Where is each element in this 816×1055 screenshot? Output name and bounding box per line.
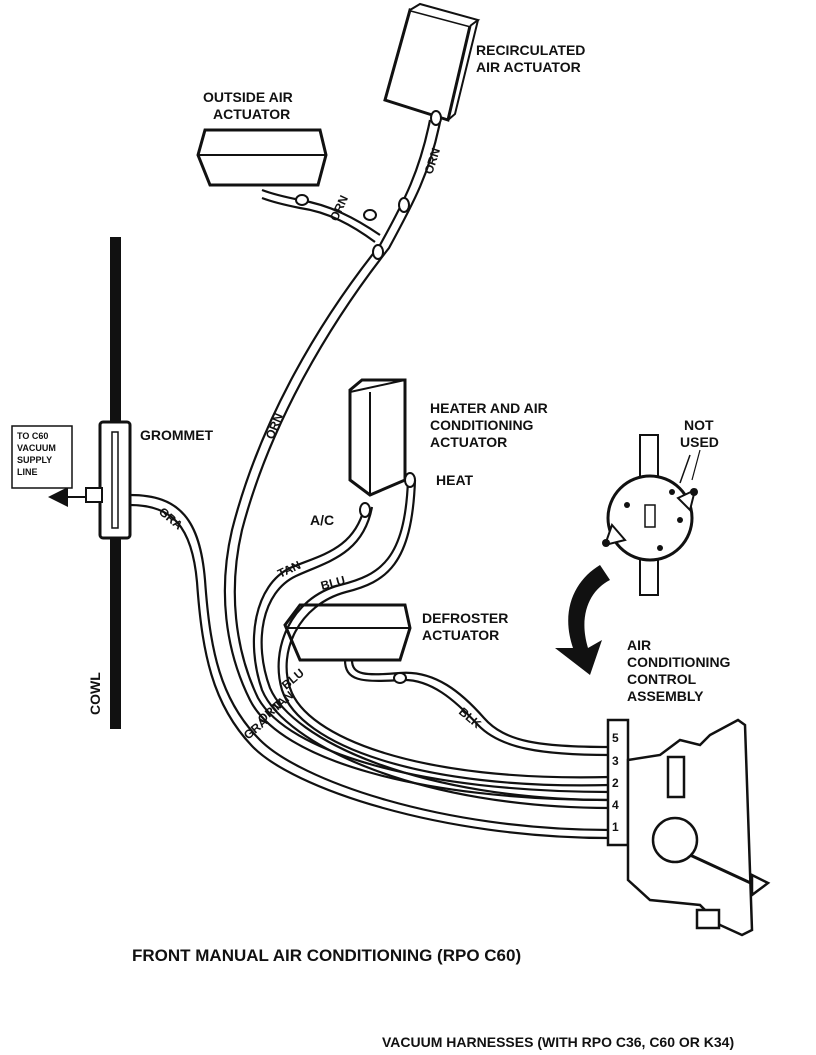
heater-ac-label-line1: HEATER AND AIR <box>430 400 548 416</box>
recirculated-label-line2: AIR ACTUATOR <box>476 59 581 75</box>
supply-line-label-line1: TO C60 <box>17 431 48 441</box>
recirculated-air-actuator <box>383 2 481 122</box>
defroster-label-line1: DEFROSTER <box>422 610 508 626</box>
control-label-line4: ASSEMBLY <box>627 688 704 704</box>
port-1-label: 1 <box>612 820 619 834</box>
tan-label-upper: TAN <box>275 558 302 581</box>
heater-ac-label-line2: CONDITIONING <box>430 417 534 433</box>
heat-label: HEAT <box>436 472 474 488</box>
port-3-label: 3 <box>612 754 619 768</box>
port-2-label: 2 <box>612 776 619 790</box>
control-head-inset <box>602 434 698 596</box>
not-used-label-line2: USED <box>680 434 719 450</box>
outside-air-label-line1: OUTSIDE AIR <box>203 89 293 105</box>
control-label-line3: CONTROL <box>627 671 697 687</box>
port-5-label: 5 <box>612 731 619 745</box>
supply-line-label-line4: LINE <box>17 467 38 477</box>
hose-connectors <box>295 110 442 684</box>
recirculated-label-line1: RECIRCULATED <box>476 42 585 58</box>
cowl-label: COWL <box>87 672 103 715</box>
not-used-pointer <box>691 449 701 481</box>
grommet-label: GROMMET <box>140 427 214 443</box>
control-label-line2: CONDITIONING <box>627 654 731 670</box>
orn-label-recirc: ORN <box>422 146 444 176</box>
outside-air-actuator <box>196 128 328 187</box>
orn-label-outside: ORN <box>327 193 351 223</box>
ac-control-assembly <box>626 718 771 937</box>
blu-label-upper: BLU <box>319 573 346 593</box>
port-4-label: 4 <box>612 798 619 812</box>
vacuum-hoses <box>129 119 611 840</box>
supply-line-label-line3: SUPPLY <box>17 455 52 465</box>
grommet <box>85 420 132 540</box>
orn-label-main: ORN <box>263 411 286 441</box>
outside-air-label-line2: ACTUATOR <box>213 106 290 122</box>
defroster-actuator <box>283 603 412 662</box>
blu-label-lower: BLU <box>279 666 307 693</box>
footer-caption: VACUUM HARNESSES (WITH RPO C36, C60 OR K… <box>382 1034 734 1050</box>
direction-arrow <box>555 565 610 675</box>
ac-label: A/C <box>310 512 334 528</box>
heater-ac-label-line3: ACTUATOR <box>430 434 507 450</box>
diagram-title: FRONT MANUAL AIR CONDITIONING (RPO C60) <box>132 946 521 965</box>
supply-line-box <box>11 425 73 489</box>
not-used-label-line1: NOT <box>684 417 714 433</box>
control-label-line1: AIR <box>627 637 651 653</box>
heater-ac-actuator <box>348 378 407 497</box>
supply-line-label-line2: VACUUM <box>17 443 56 453</box>
defroster-label-line2: ACTUATOR <box>422 627 499 643</box>
